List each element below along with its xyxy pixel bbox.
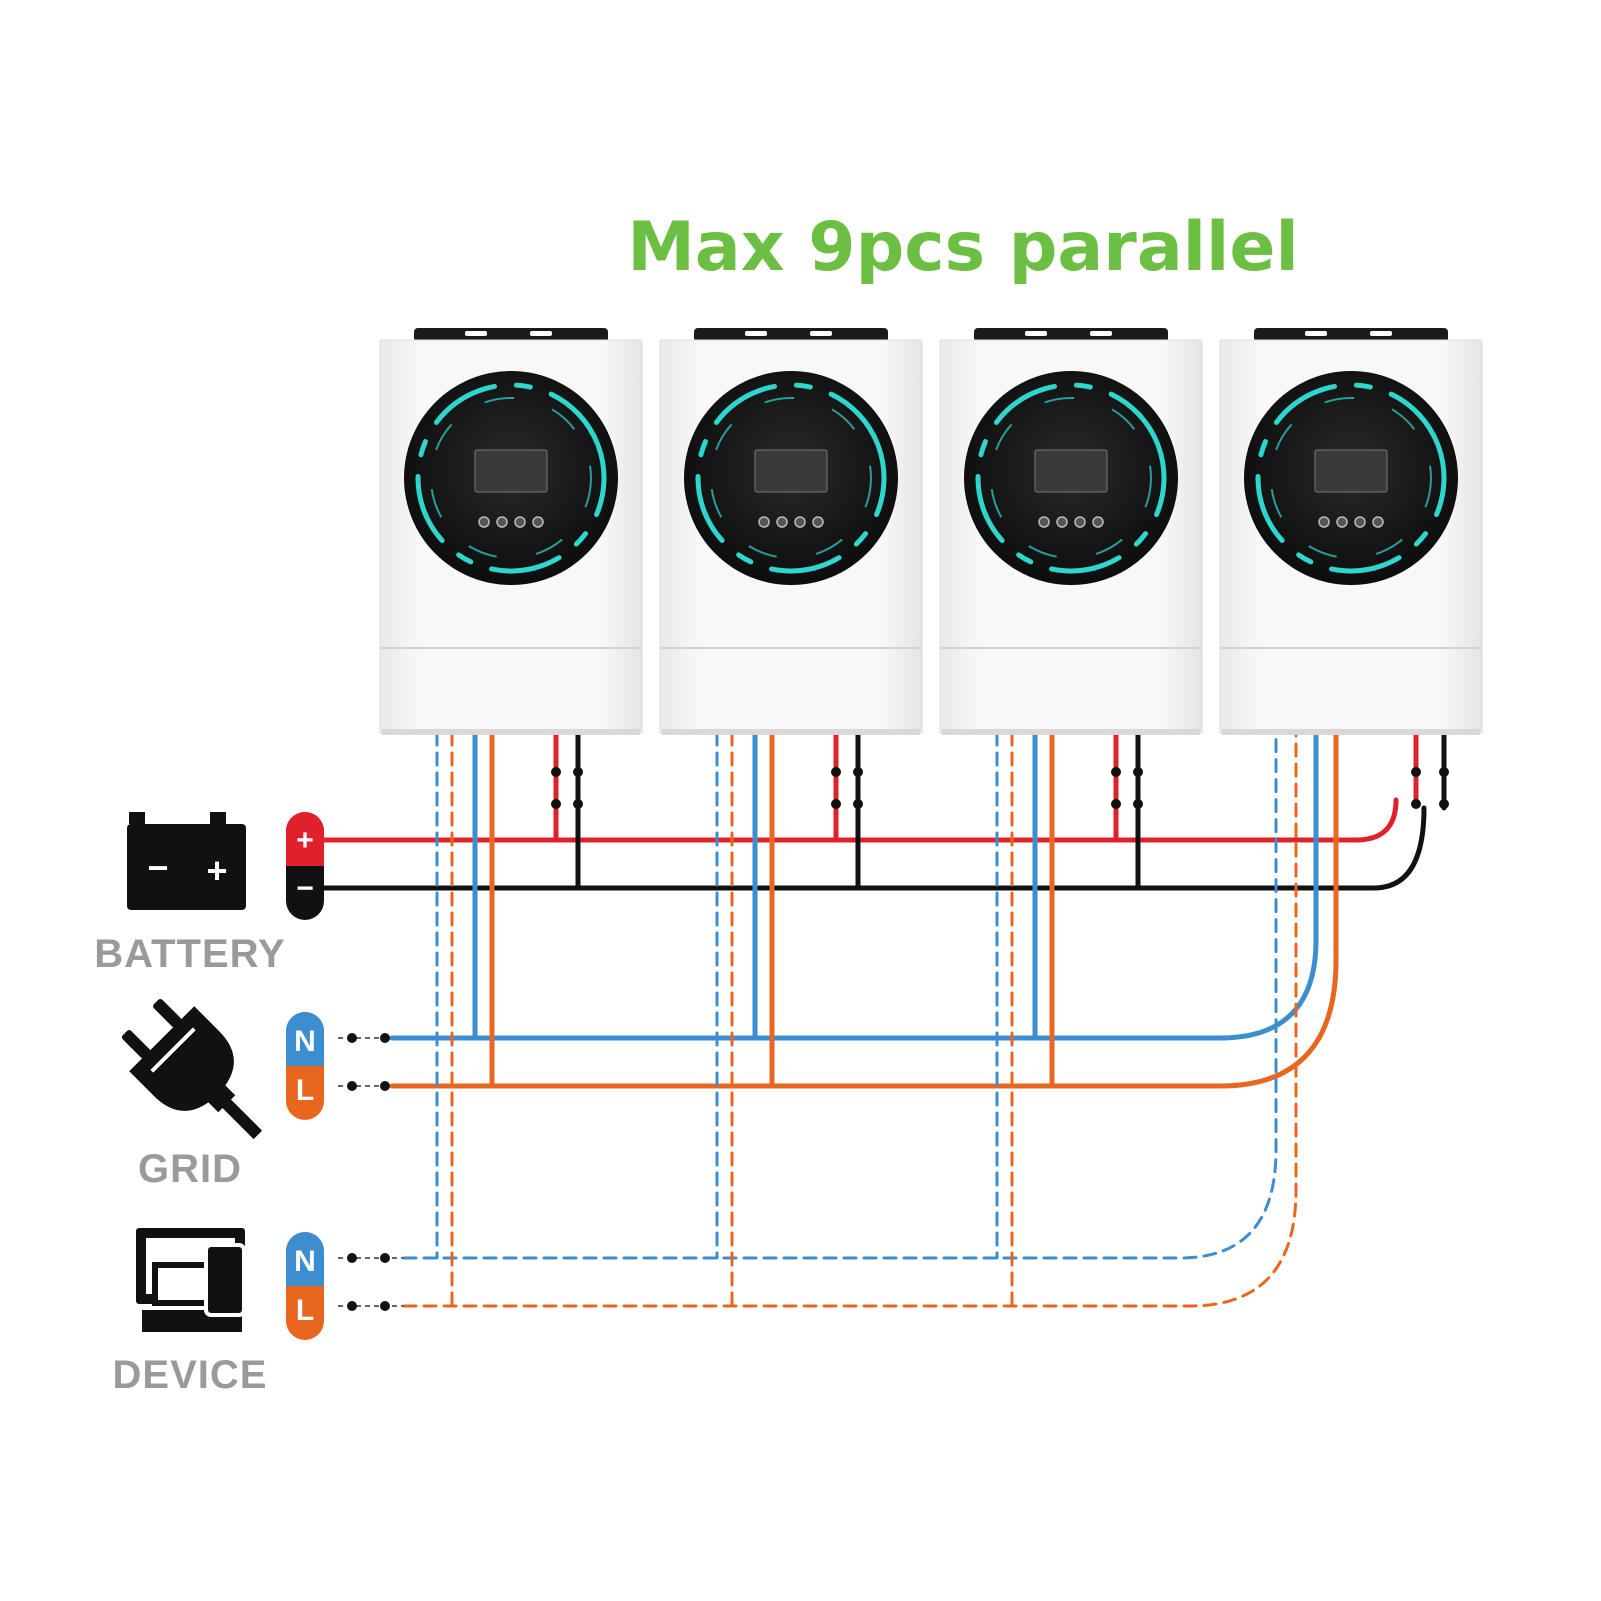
grid-source: GRID N L [121,998,392,1191]
inverter-1-control-button [532,516,544,528]
inverter-3-bracket-slot [1025,331,1047,336]
inverter-1-mount-bracket [414,328,608,342]
diagram-title: Max 9pcs parallel [627,208,1299,287]
inverter-1-breaker-dot [551,799,561,809]
inverter-1-breaker-dot [573,799,583,809]
inverter-1-bracket-slot [465,331,487,336]
inverter-3-control-button [1074,516,1086,528]
device-line-terminal: L [296,1294,314,1327]
inverter-1-lcd-display [474,449,548,493]
inverter-2-status-ring [695,382,887,574]
inverter-4-bracket-slot [1305,331,1327,336]
inverter-2-control-button [776,516,788,528]
inverter-1-control-button [514,516,526,528]
device-neutral-bus [402,731,1278,1260]
battery-negative-terminal: − [296,872,314,905]
inverter-2-breaker-dot [831,799,841,809]
inverter-4-bottom-edge [1222,729,1480,735]
grid-terminal: N L [286,1012,324,1120]
inverter-3-mount-bracket [974,328,1168,342]
inverter-3-control-button [1038,516,1050,528]
inverter-1-bottom-edge [382,729,640,735]
computer-icon [136,1228,246,1332]
inverter-3-breaker-dot [1133,799,1143,809]
inverter-2-control-button [794,516,806,528]
battery-positive-bus [321,797,1399,843]
inverter-4-bracket-slot [1370,331,1392,336]
inverter-3-bottom-edge [942,729,1200,735]
grid-line-terminal: L [296,1074,314,1107]
inverter-1-control-button [478,516,490,528]
wiring-layer [321,730,1449,1308]
inverter-4-inner-ring [1270,397,1432,559]
inverter-2-inner-ring [710,397,872,559]
inverter-3-bracket-slot [1090,331,1112,336]
battery-source: − + BATTERY + − [94,812,324,976]
inverter-2-mount-bracket [694,328,888,342]
inverter-1-bracket-slot [530,331,552,336]
inverter-2-control-button [758,516,770,528]
grid-breaker-dots [338,1033,392,1091]
inverter-2-bottom-edge [662,729,920,735]
inverter-3-status-ring [975,382,1167,574]
inverter-1-status-ring [415,382,607,574]
inverter-4-status-ring [1255,382,1447,574]
inverter-2-bracket-slot [745,331,767,336]
inverter-2-bracket-slot [810,331,832,336]
inverter-4-control-button [1336,516,1348,528]
grid-label: GRID [138,1147,242,1191]
battery-terminal: + − [286,812,324,920]
inverter-4-breaker-dot [1411,767,1421,777]
grid-neutral-bus [389,730,1319,1041]
inverter-1-control-button [496,516,508,528]
inverter-3-breaker-dot [1111,799,1121,809]
device-terminal: N L [286,1232,324,1340]
battery-icon: − + [127,812,246,910]
inverter-1-breaker-dot [573,767,583,777]
inverter-2-breaker-dot [831,767,841,777]
battery-negative-bus [321,805,1427,891]
device-breaker-dots [338,1253,404,1311]
inverter-4-lcd-display [1314,449,1388,493]
device-source: DEVICE N L [113,1228,404,1397]
battery-plus-symbol: + [206,850,227,891]
grid-line-bus [389,730,1339,1089]
inverter-4 [1219,328,1483,735]
battery-positive-terminal: + [296,824,314,857]
inverter-2 [659,328,923,735]
inverter-3-lcd-display [1034,449,1108,493]
inverter-1-inner-ring [430,397,592,559]
inverter-1 [379,328,643,735]
battery-minus-symbol: − [147,847,168,888]
inverter-4-breaker-dot [1411,799,1421,809]
device-neutral-terminal: N [294,1245,316,1278]
inverter-4-control-button [1354,516,1366,528]
inverter-row [379,328,1483,735]
inverter-2-breaker-dot [853,767,863,777]
battery-label: BATTERY [94,932,285,976]
inverter-2-lcd-display [754,449,828,493]
grid-neutral-terminal: N [294,1025,316,1058]
inverter-4-mount-bracket [1254,328,1448,342]
inverter-1-breaker-dot [551,767,561,777]
inverter-3-control-button [1092,516,1104,528]
device-line-bus [402,731,1298,1308]
inverter-3-control-button [1056,516,1068,528]
device-label: DEVICE [113,1353,268,1397]
inverter-3-inner-ring [990,397,1152,559]
plug-icon [121,998,263,1140]
inverter-3-breaker-dot [1133,767,1143,777]
inverter-4-control-button [1372,516,1384,528]
inverter-4-breaker-dot [1439,767,1449,777]
inverter-4-breaker-dot [1439,799,1449,809]
inverter-3 [939,328,1203,735]
inverter-2-control-button [812,516,824,528]
inverter-2-breaker-dot [853,799,863,809]
inverter-3-breaker-dot [1111,767,1121,777]
inverter-4-control-button [1318,516,1330,528]
